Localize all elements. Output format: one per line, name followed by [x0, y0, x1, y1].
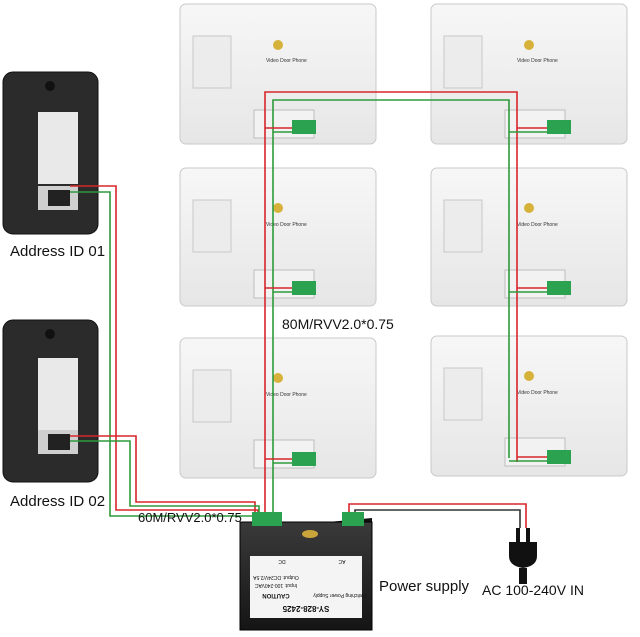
ps-ac-mark: AC — [338, 558, 345, 564]
indoor-monitor: Video Door Phone — [179, 337, 377, 479]
indoor-monitor: Video Door Phone — [179, 3, 377, 145]
indoor-monitor: Video Door Phone — [430, 335, 628, 477]
ps-model-text: SY-828-2425 — [282, 604, 329, 613]
ps-dc-mark: DC — [278, 558, 286, 564]
monitor-brand-text: Video Door Phone — [266, 58, 307, 64]
station-cable-label: 60M/RVV2.0*0.75 — [138, 510, 242, 525]
outdoor-station — [2, 319, 99, 483]
power-supply-unit: SY-828-2425 Switching Power Supply CAUTI… — [239, 512, 373, 631]
address-id-01-label: Address ID 01 — [10, 243, 106, 260]
outdoor-station — [2, 71, 99, 235]
address-id-02-label: Address ID 02 — [10, 493, 106, 510]
monitor-cable-label: 80M/RVV2.0*0.75 — [282, 316, 394, 332]
ps-caution-text: CAUTION — [262, 592, 289, 598]
mains-input-label: AC 100-240V IN — [482, 582, 584, 598]
ac-plug-icon — [509, 528, 537, 584]
power-supply-label: Power supply — [379, 578, 470, 595]
monitor-brand-text: Video Door Phone — [517, 390, 558, 396]
ps-output-text: Output: DC24V/2.5A — [253, 574, 299, 580]
indoor-monitor: Video Door Phone — [430, 167, 628, 307]
indoor-monitor: Video Door Phone — [179, 167, 377, 307]
indoor-monitor: Video Door Phone — [430, 3, 628, 145]
monitor-brand-text: Video Door Phone — [266, 392, 307, 398]
monitor-brand-text: Video Door Phone — [266, 222, 307, 228]
ps-name-text: Switching Power Supply — [313, 592, 367, 598]
monitor-brand-text: Video Door Phone — [517, 58, 558, 64]
monitor-brand-text: Video Door Phone — [517, 222, 558, 228]
ps-input-text: Input: 100-240VAC — [255, 582, 298, 588]
